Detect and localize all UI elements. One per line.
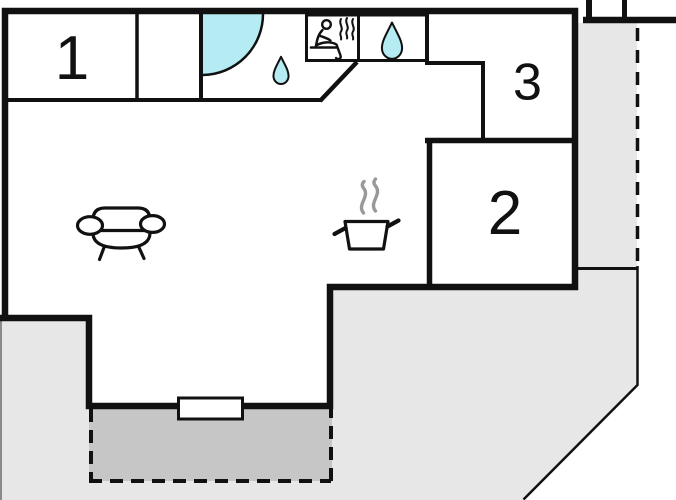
plot-boundary (522, 28, 640, 500)
room-2-label: 2 (488, 179, 522, 248)
shed-floor (586, 0, 676, 19)
building-floor (5, 11, 575, 406)
room-3-label: 3 (513, 54, 542, 112)
sauna-person-icon (309, 17, 355, 61)
outdoor-area (0, 23, 637, 500)
sauna-cell (305, 13, 360, 62)
interior-walls (2, 12, 578, 287)
sofa-icon (75, 206, 167, 262)
shed (583, 0, 676, 24)
terrace-dashed-border (89, 409, 333, 483)
room-1-label: 1 (55, 24, 89, 93)
water-drop-icon-bathroom (272, 55, 290, 86)
entrance-step (177, 396, 244, 421)
outer-wall-left-top-right (1, 7, 579, 321)
wall-bathroom-diagonal (318, 60, 359, 103)
water-drop-icon-cell (380, 21, 404, 60)
plot-boundary-solid-line (522, 266, 639, 500)
shower-quarter-circle-icon (202, 13, 265, 77)
cooking-pot-steam-icon (332, 177, 401, 251)
